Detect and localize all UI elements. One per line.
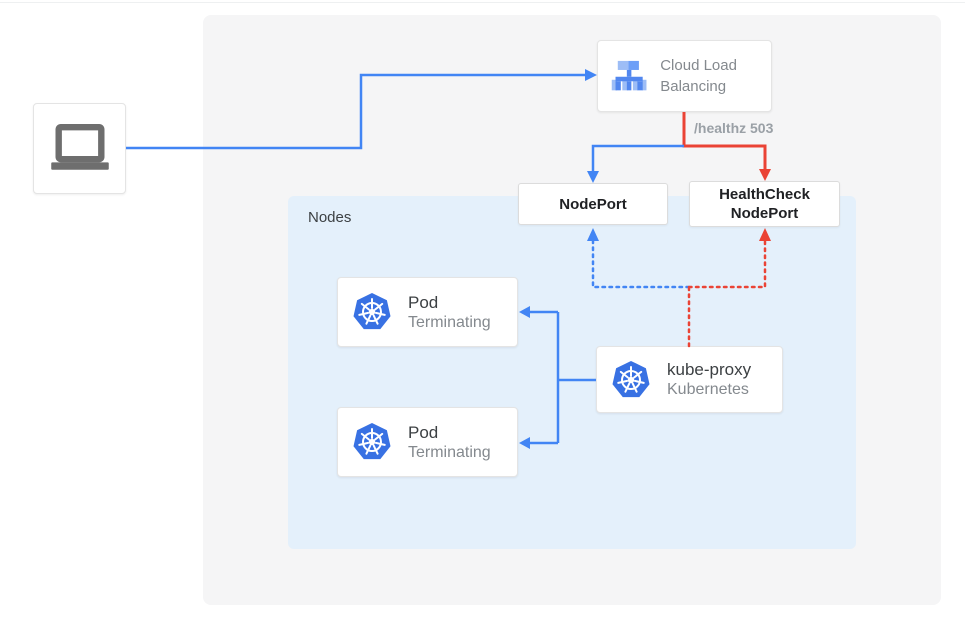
pod-node-2: Pod Terminating [337,407,518,477]
pod2-title: Pod [408,422,439,442]
kubernetes-icon [353,423,391,460]
nodeport-label: NodePort [559,195,627,213]
kube-proxy-subtitle: Kubernetes [667,381,749,398]
pod1-title: Pod [408,292,439,312]
cloud-load-balancing-node: Cloud Load Balancing [597,40,772,112]
kube-proxy-node: kube-proxy Kubernetes [596,346,783,413]
kubernetes-icon [612,360,650,397]
top-hairline [0,2,965,3]
kube-proxy-title: kube-proxy [667,360,752,379]
client-node [33,103,126,194]
kubernetes-icon [353,293,391,330]
pod-node-1: Pod Terminating [337,277,518,347]
nodes-group-label: Nodes [308,209,352,226]
nodeport-node: NodePort [518,183,668,225]
laptop-icon [50,124,109,170]
healthcheck-nodeport-label-line2: NodePort [730,205,799,222]
healthcheck-nodeport-node: HealthCheck NodePort [689,181,840,227]
pod1-status: Terminating [408,313,491,331]
healthcheck-nodeport-label-line1: HealthCheck [719,186,810,203]
pod2-status: Terminating [408,443,491,461]
healthz-503-label: /healthz 503 [694,120,774,136]
cloud-load-balancing-label: Cloud Load Balancing [660,57,737,95]
load-balancer-icon [611,60,647,91]
